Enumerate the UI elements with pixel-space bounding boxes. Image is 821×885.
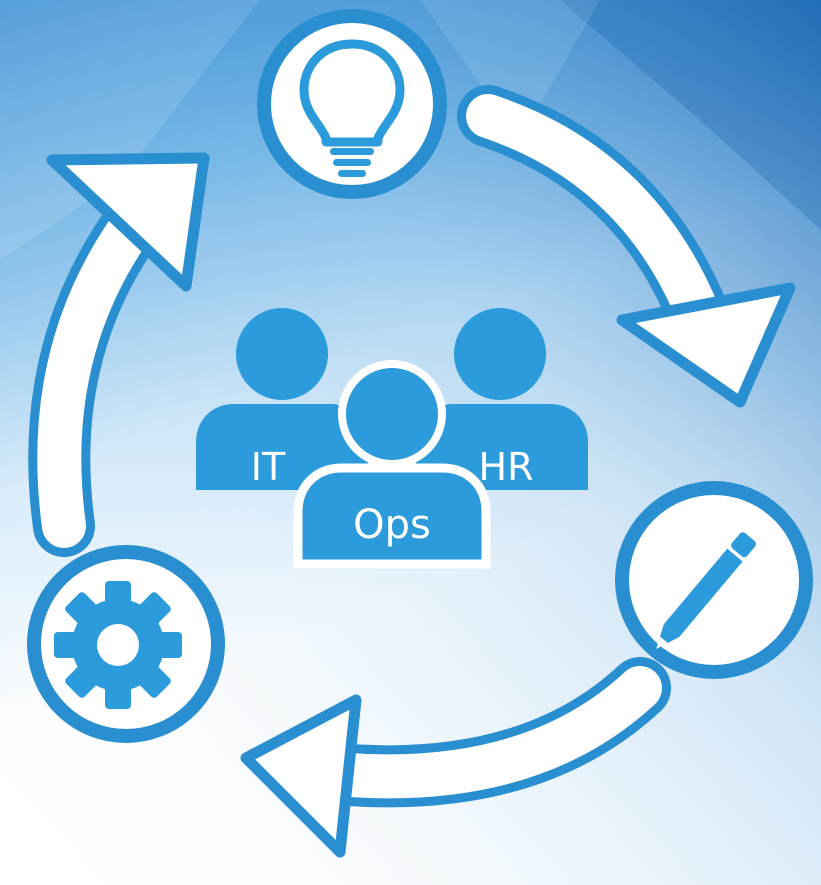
- person-ops: Ops: [293, 360, 491, 569]
- team-label-hr: HR: [479, 445, 534, 489]
- gear-icon: [54, 581, 182, 709]
- background-facet: [0, 0, 260, 260]
- background-facet: [420, 0, 600, 140]
- lightbulb-node: [257, 9, 447, 199]
- cycle-arrow-left: [28, 152, 210, 557]
- pencil-icon: [656, 532, 757, 649]
- cycle-arrow-right: [457, 85, 796, 408]
- cycle-arrow-bottom: [240, 657, 671, 858]
- gear-node: [27, 545, 225, 743]
- lightbulb-icon: [299, 39, 405, 177]
- team-label-ops: Ops: [353, 502, 431, 548]
- background-facet: [560, 0, 821, 230]
- team-label-it: IT: [251, 445, 286, 489]
- pencil-node: [615, 481, 813, 679]
- people-group-icon: IT HR Ops: [196, 308, 588, 569]
